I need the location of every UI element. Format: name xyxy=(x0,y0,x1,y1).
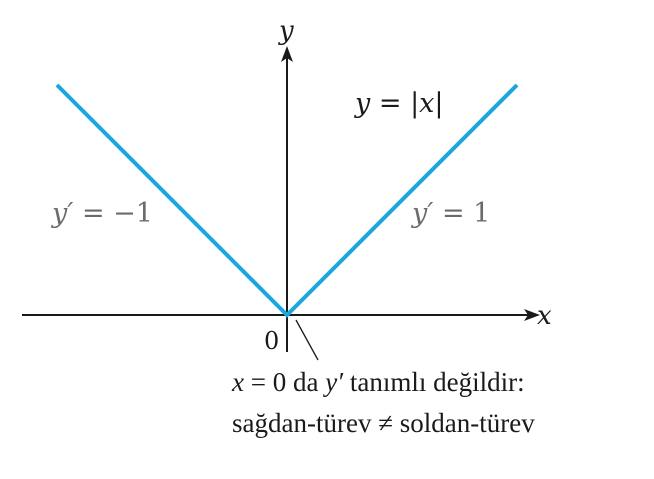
slope-right-eq: = 1 xyxy=(433,198,490,229)
annotation-pointer xyxy=(295,319,319,361)
function-label-eq: = xyxy=(370,88,410,119)
x-axis-arrow-icon xyxy=(524,309,540,321)
function-label-bar-left: | xyxy=(410,88,419,119)
function-label-x: x xyxy=(419,88,434,119)
slope-left-label: y′ = −1 xyxy=(51,198,153,229)
annotation-line-1: x = 0 da y′ tanımlı değildir: xyxy=(231,367,525,397)
annotation-line-2: sağdan-türev ≠ soldan-türev xyxy=(232,408,535,438)
slope-right-label: y′ = 1 xyxy=(411,198,490,229)
annotation-rest: tanımlı değildir: xyxy=(343,367,524,397)
function-label-y: y xyxy=(354,88,371,119)
y-axis-arrow-icon xyxy=(281,46,293,62)
x-axis-label: x xyxy=(537,301,552,331)
annotation-x: x xyxy=(231,367,244,397)
slope-left-eq: = −1 xyxy=(73,198,153,229)
y-axis-label: y xyxy=(278,16,294,46)
abs-value-curve xyxy=(55,83,519,318)
slope-left-yprime: y′ xyxy=(51,198,73,229)
function-label-bar-right: | xyxy=(434,88,443,119)
annotation-yprime: y′ xyxy=(322,367,344,397)
function-label: y = |x| xyxy=(354,88,444,119)
slope-right-yprime: y′ xyxy=(411,198,433,229)
annotation-eq: = 0 da xyxy=(244,367,325,397)
origin-label: 0 xyxy=(264,327,279,355)
